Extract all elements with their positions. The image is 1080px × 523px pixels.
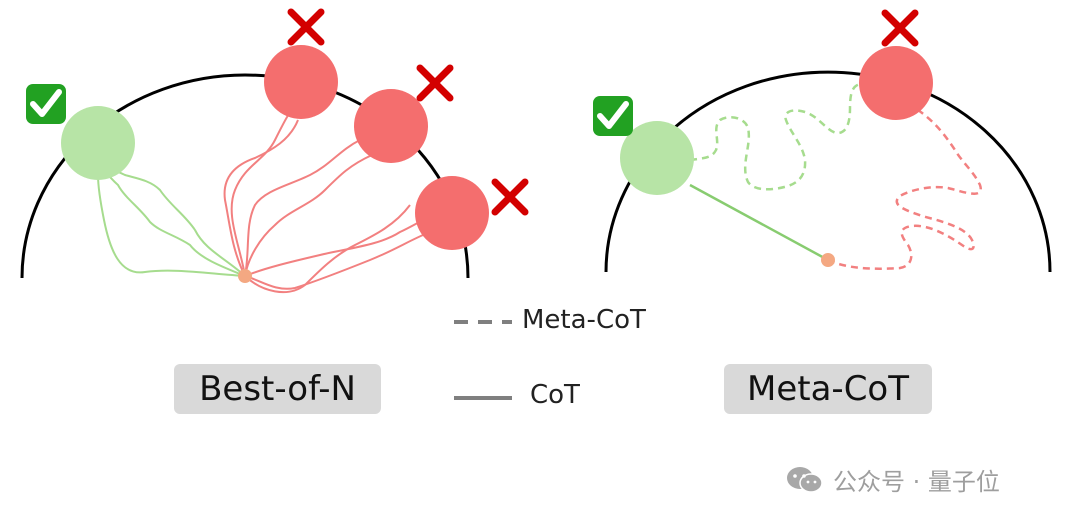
left-failure-paths: [223, 99, 441, 293]
left-success-paths: [97, 161, 246, 277]
right-success-node: [620, 121, 694, 195]
legend-cot-text: CoT: [530, 380, 580, 410]
left-fail-node-2: [354, 89, 428, 163]
watermark: 公众号 · 量子位: [785, 462, 1000, 497]
legend-meta-cot-text: Meta-CoT: [522, 305, 646, 335]
right-fail-node: [859, 46, 933, 120]
wechat-icon: [787, 466, 823, 493]
right-meta-cot-failure-path: [827, 108, 982, 270]
right-meta-cot-success-path: [689, 82, 861, 191]
left-fail-node-3: [415, 176, 489, 250]
cross-icon: [416, 64, 454, 102]
left-success-node: [61, 106, 135, 180]
cross-icon: [491, 178, 529, 216]
cross-icon: [287, 8, 325, 46]
check-icon: [26, 84, 66, 124]
right-origin-node: [821, 253, 835, 267]
best-of-n-label: Best-of-N: [174, 364, 381, 414]
cross-icon: [881, 9, 919, 47]
watermark-text: 公众号 · 量子位: [833, 468, 1000, 496]
left-fail-node-1: [264, 45, 338, 119]
check-icon: [593, 96, 633, 136]
meta-cot-label: Meta-CoT: [724, 364, 932, 414]
right-cot-path: [689, 183, 829, 262]
left-origin-node: [238, 269, 252, 283]
